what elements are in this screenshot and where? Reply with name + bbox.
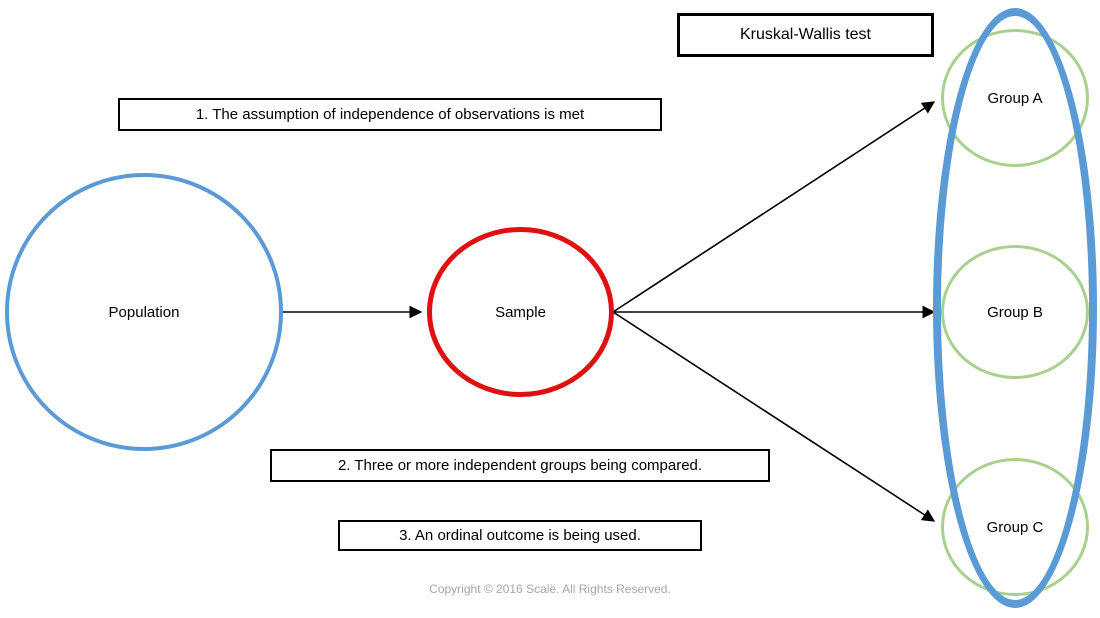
arrow-sample-to-group-c-icon [612, 311, 936, 522]
assumption-2-box: 2. Three or more independent groups bein… [270, 449, 770, 482]
population-label: Population [108, 303, 180, 321]
sample-label: Sample [495, 303, 546, 321]
title-box: Kruskal-Wallis test [677, 13, 934, 57]
assumption-3-box: 3. An ordinal outcome is being used. [338, 520, 702, 551]
assumption-2-label: 2. Three or more independent groups bein… [337, 457, 703, 474]
arrow-sample-to-group-a-icon [612, 101, 936, 313]
assumption-1-box: 1. The assumption of independence of obs… [118, 98, 662, 131]
population-circle: Population [5, 173, 283, 451]
groups-enclosing-ellipse [933, 8, 1097, 608]
assumption-1-label: 1. The assumption of independence of obs… [195, 106, 585, 123]
title-label: Kruskal-Wallis test [740, 26, 871, 43]
copyright-text: Copyright © 2016 Scalë. All Rights Reser… [429, 582, 671, 596]
sample-circle: Sample [427, 227, 614, 397]
assumption-3-label: 3. An ordinal outcome is being used. [399, 527, 641, 544]
